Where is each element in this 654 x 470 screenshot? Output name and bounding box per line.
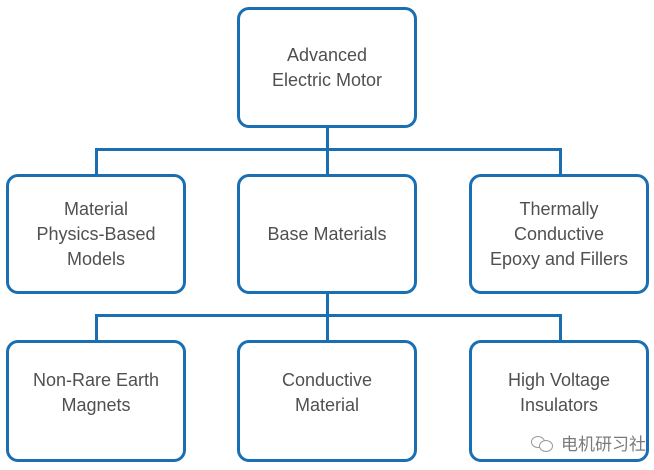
connector-base-down (326, 292, 329, 316)
node-label: Conductive Material (281, 370, 373, 415)
connector-level2-right (559, 314, 562, 342)
node-conductive-material: Conductive Material (237, 340, 417, 462)
node-label: Non-Rare Earth Magnets (32, 370, 160, 415)
node-label: Material Physics-Based Models (36, 198, 156, 269)
connector-level2-left (95, 314, 98, 342)
watermark: 电机研习社 (531, 430, 646, 455)
watermark-text: 电机研习社 (561, 435, 646, 454)
connector-level1-left (95, 148, 98, 176)
node-label: Thermally Conductive Epoxy and Fillers (489, 198, 629, 269)
connector-level2-middle (326, 314, 329, 342)
connector-root-down (326, 126, 329, 150)
node-base-materials: Base Materials (237, 174, 417, 294)
node-label: Advanced Electric Motor (271, 44, 383, 90)
node-non-rare-earth-magnets: Non-Rare Earth Magnets (6, 340, 186, 462)
node-label: Base Materials (267, 223, 387, 244)
node-material-physics-based-models: Material Physics-Based Models (6, 174, 186, 294)
connector-level1-right (559, 148, 562, 176)
node-advanced-electric-motor: Advanced Electric Motor (237, 7, 417, 128)
node-thermally-conductive-epoxy: Thermally Conductive Epoxy and Fillers (469, 174, 649, 294)
connector-level1-middle (326, 148, 329, 176)
wechat-icon (531, 435, 553, 452)
node-label: High Voltage Insulators (507, 370, 611, 415)
node-high-voltage-insulators: High Voltage Insulators (469, 340, 649, 462)
